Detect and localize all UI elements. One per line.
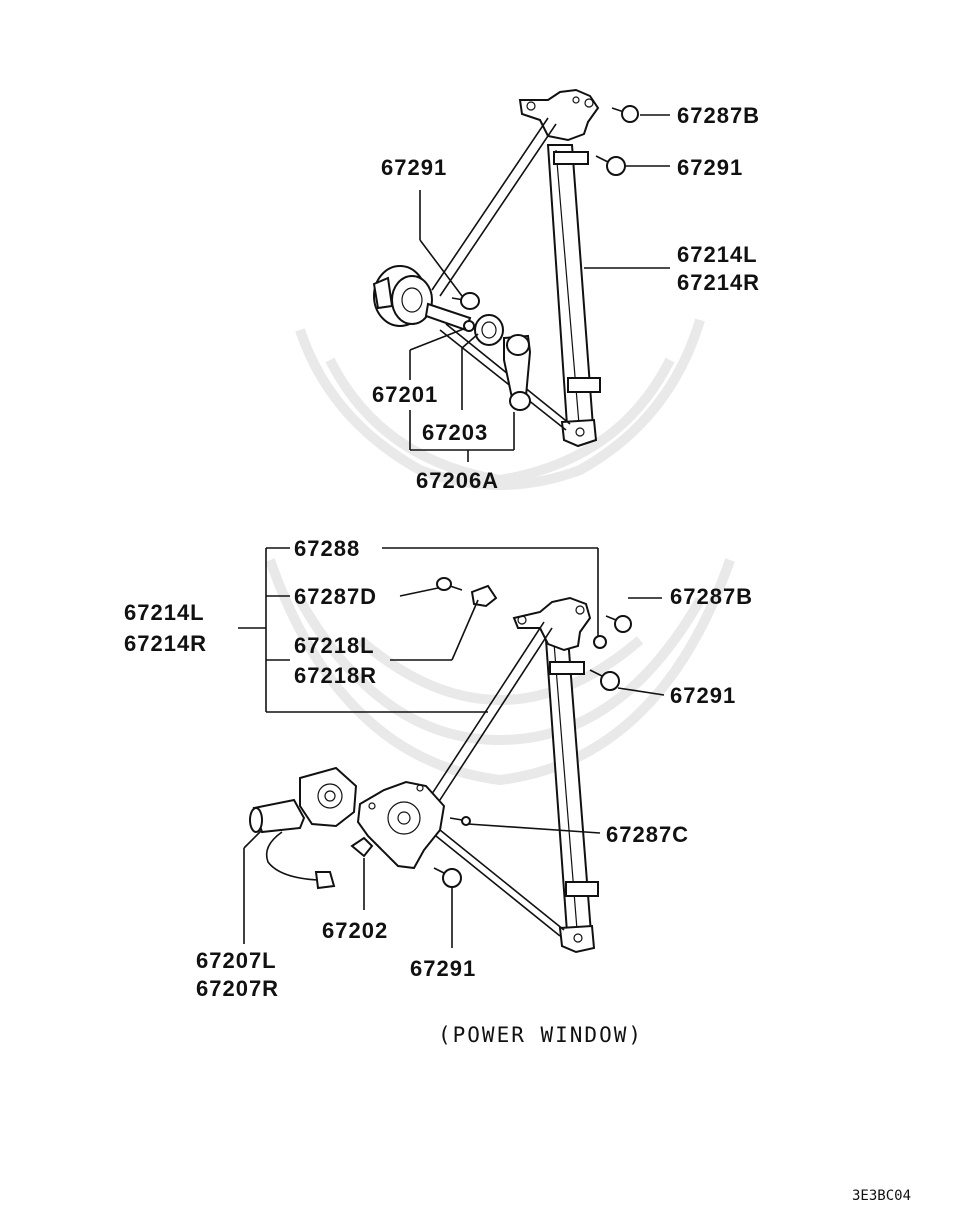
label-67214R-lower: 67214R bbox=[124, 631, 207, 656]
label-67203: 67203 bbox=[422, 420, 488, 445]
screw-67287C bbox=[449, 816, 471, 826]
bolt-67291-lower-right bbox=[589, 669, 620, 691]
label-67214L-lower: 67214L bbox=[124, 600, 205, 625]
label-67288: 67288 bbox=[294, 536, 360, 561]
label-67207L: 67207L bbox=[196, 948, 277, 973]
upper-rail-end bbox=[560, 418, 598, 448]
nut-67288 bbox=[593, 635, 607, 649]
label-67214L-upper: 67214L bbox=[677, 242, 758, 267]
label-67291-upper-right: 67291 bbox=[677, 155, 743, 180]
window-motor bbox=[249, 766, 358, 890]
label-67287C: 67287C bbox=[606, 822, 689, 847]
label-67201: 67201 bbox=[372, 382, 438, 407]
bolt-67291-upper-right bbox=[595, 155, 626, 176]
watermark-emblem bbox=[265, 318, 735, 786]
label-67287D: 67287D bbox=[294, 584, 377, 609]
label-67218R: 67218R bbox=[294, 663, 377, 688]
label-67206A: 67206A bbox=[416, 468, 499, 493]
bolt-67291-a bbox=[451, 292, 480, 310]
lower-mid-bracket bbox=[549, 661, 585, 675]
screw-67287B-lower bbox=[605, 615, 632, 633]
label-67287B-lower: 67287B bbox=[670, 584, 753, 609]
washer-67201 bbox=[463, 320, 475, 332]
label-67202: 67202 bbox=[322, 918, 388, 943]
upper-top-bracket bbox=[518, 88, 600, 142]
diagram-caption: (POWER WINDOW) bbox=[438, 1023, 643, 1047]
lower-regulator-assembly bbox=[249, 577, 632, 954]
bracket-67218 bbox=[470, 584, 498, 608]
clip-67202 bbox=[350, 836, 374, 858]
upper-mid-bracket bbox=[553, 151, 589, 165]
regulator-plate bbox=[356, 780, 446, 870]
label-67287B-upper: 67287B bbox=[677, 103, 760, 128]
label-67291-lower-right: 67291 bbox=[670, 683, 736, 708]
label-67291-lower: 67291 bbox=[410, 956, 476, 981]
screw-67287B-upper bbox=[611, 105, 639, 123]
label-67214R-upper: 67214R bbox=[677, 270, 760, 295]
diagram-code: 3E3BC04 bbox=[852, 1188, 911, 1204]
lower-leader-lines bbox=[238, 547, 665, 948]
upper-low-bracket bbox=[567, 377, 601, 393]
label-67218L: 67218L bbox=[294, 633, 375, 658]
bolt-67291-lower bbox=[433, 867, 462, 888]
upper-leader-lines bbox=[409, 114, 670, 462]
bolt-67287D bbox=[436, 577, 463, 591]
upper-rail bbox=[546, 144, 596, 441]
crank-handle-67203 bbox=[474, 314, 532, 411]
upper-regulator-assembly bbox=[372, 88, 639, 448]
lower-rail-end bbox=[558, 924, 596, 954]
label-67207R: 67207R bbox=[196, 976, 279, 1001]
label-67291-upper-left: 67291 bbox=[381, 155, 447, 180]
lower-low-bracket bbox=[565, 881, 599, 897]
